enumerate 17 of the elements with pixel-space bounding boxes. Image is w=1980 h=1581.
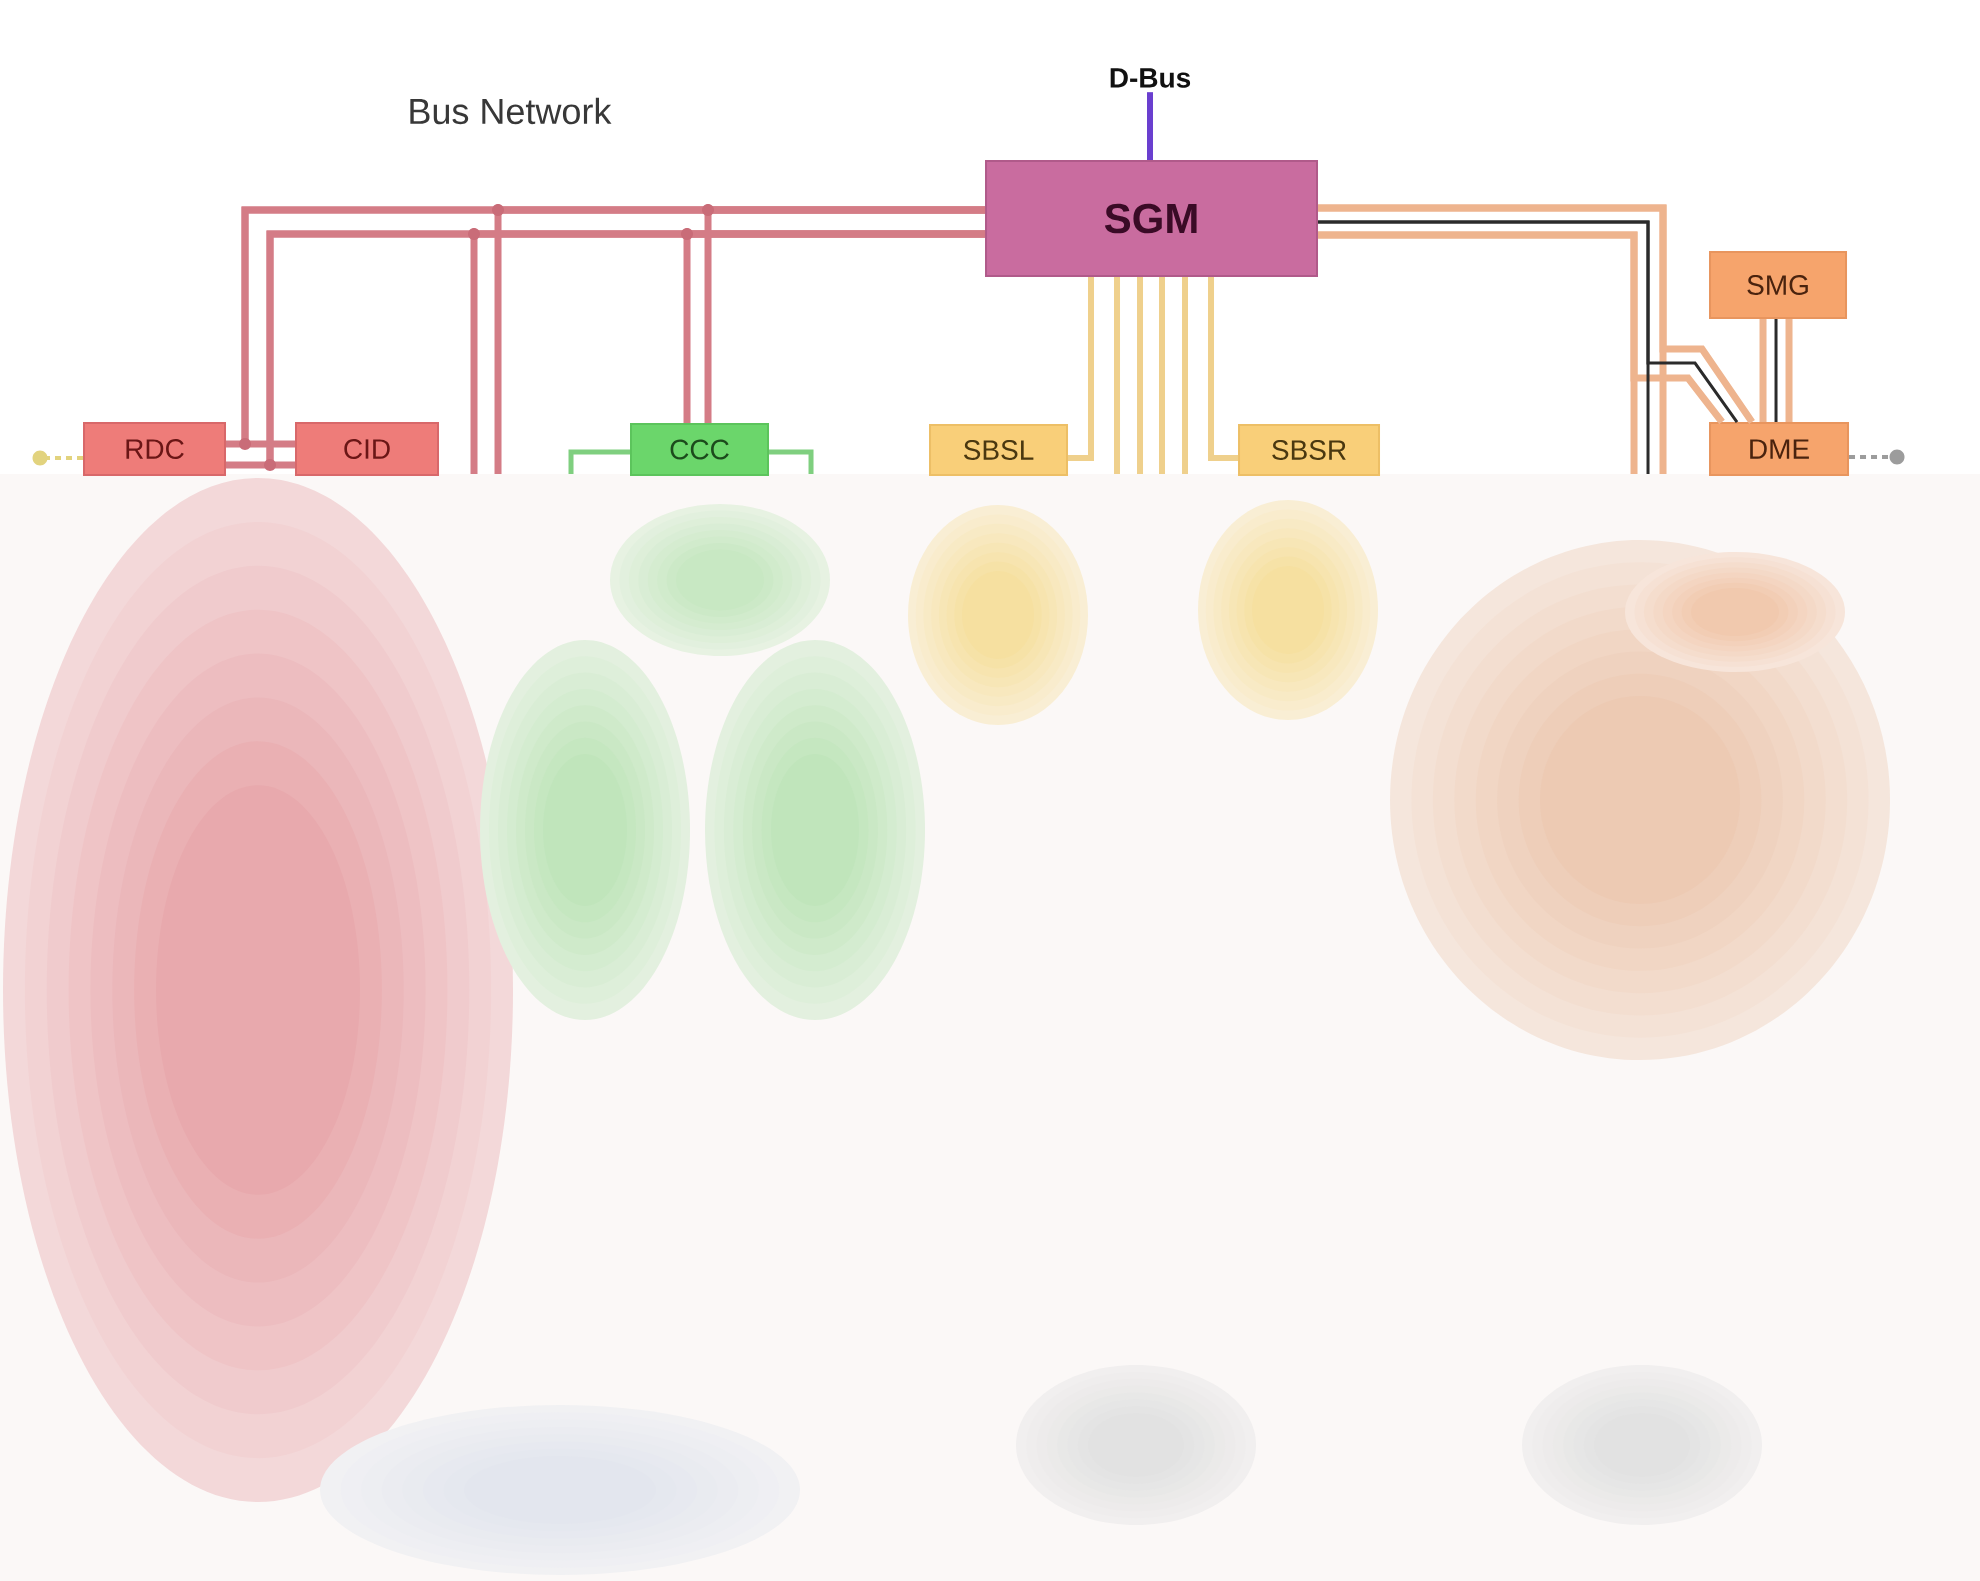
bus-line [1774,319,1778,422]
dotted-lead [1849,449,1905,465]
module-box: SBSL [929,424,1068,476]
module-box: CID [295,422,439,476]
title: Bus Network [410,97,612,125]
dotted-lead [32,450,83,466]
module-box: RDC [83,422,226,476]
bus-label: D-Bus [1110,68,1191,88]
module-box: SMG [1709,251,1847,319]
module-box: DME [1709,422,1849,476]
module-box: SGM [985,160,1318,277]
bus-line [568,449,630,474]
module-box: SBSR [1238,424,1380,476]
bus-line [1208,277,1238,461]
bus-line [769,449,814,474]
bus-line [1068,277,1094,461]
module-box: CCC [630,423,769,476]
